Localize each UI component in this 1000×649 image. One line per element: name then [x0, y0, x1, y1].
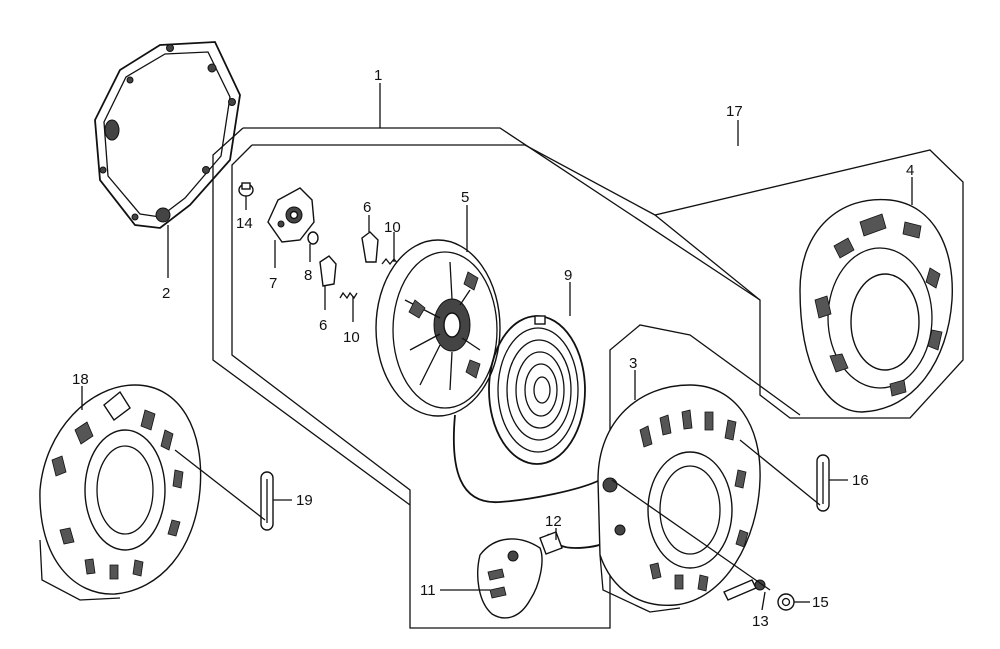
gasket-ring	[94, 41, 241, 229]
fan-cover	[799, 198, 953, 413]
assembly-outline-17	[231, 144, 964, 629]
pawl-6-lower	[319, 255, 337, 287]
callout-5: 5	[461, 189, 469, 206]
callout-9: 9	[564, 267, 572, 284]
bolt-14	[238, 182, 254, 197]
callout-6: 6	[319, 317, 327, 334]
rope-reel	[375, 239, 501, 417]
rope-knot-12	[539, 531, 563, 555]
callout-13: 13	[752, 613, 769, 630]
callout-16: 16	[852, 472, 869, 489]
callout-17: 17	[726, 103, 743, 120]
spring-10-lower	[339, 291, 358, 300]
callout-11: 11	[420, 582, 436, 599]
guide-19	[260, 471, 274, 531]
callout-4: 4	[906, 162, 914, 179]
nut-15	[777, 593, 795, 611]
callout-3: 3	[629, 355, 637, 372]
callout-labels: 1 2 3 4 5 6 6 7 8 9 10 10 11 12 13 14 15…	[72, 67, 914, 630]
starter-case	[597, 384, 761, 613]
callout-8: 8	[304, 267, 312, 284]
callout-2: 2	[162, 285, 170, 302]
callout-19: 19	[296, 492, 313, 509]
guide-16	[816, 454, 830, 512]
pawl-6-upper	[361, 231, 379, 263]
callout-15: 15	[812, 594, 829, 611]
callout-18: 18	[72, 371, 89, 388]
callout-7: 7	[269, 275, 277, 292]
callout-6: 6	[363, 199, 371, 216]
flange-bolt-13	[723, 579, 766, 601]
callout-10: 10	[384, 219, 401, 236]
leader-lines	[81, 83, 913, 611]
washer-8	[307, 231, 319, 245]
spiral-spring	[488, 315, 586, 465]
callout-12: 12	[545, 513, 562, 530]
assembly-outline-1	[212, 127, 801, 535]
starter-case-alternate	[39, 384, 202, 601]
callout-10: 10	[343, 329, 360, 346]
callout-1: 1	[374, 67, 382, 84]
starter-grip	[477, 538, 543, 619]
ratchet-plate	[267, 187, 315, 243]
callout-14: 14	[236, 215, 253, 232]
